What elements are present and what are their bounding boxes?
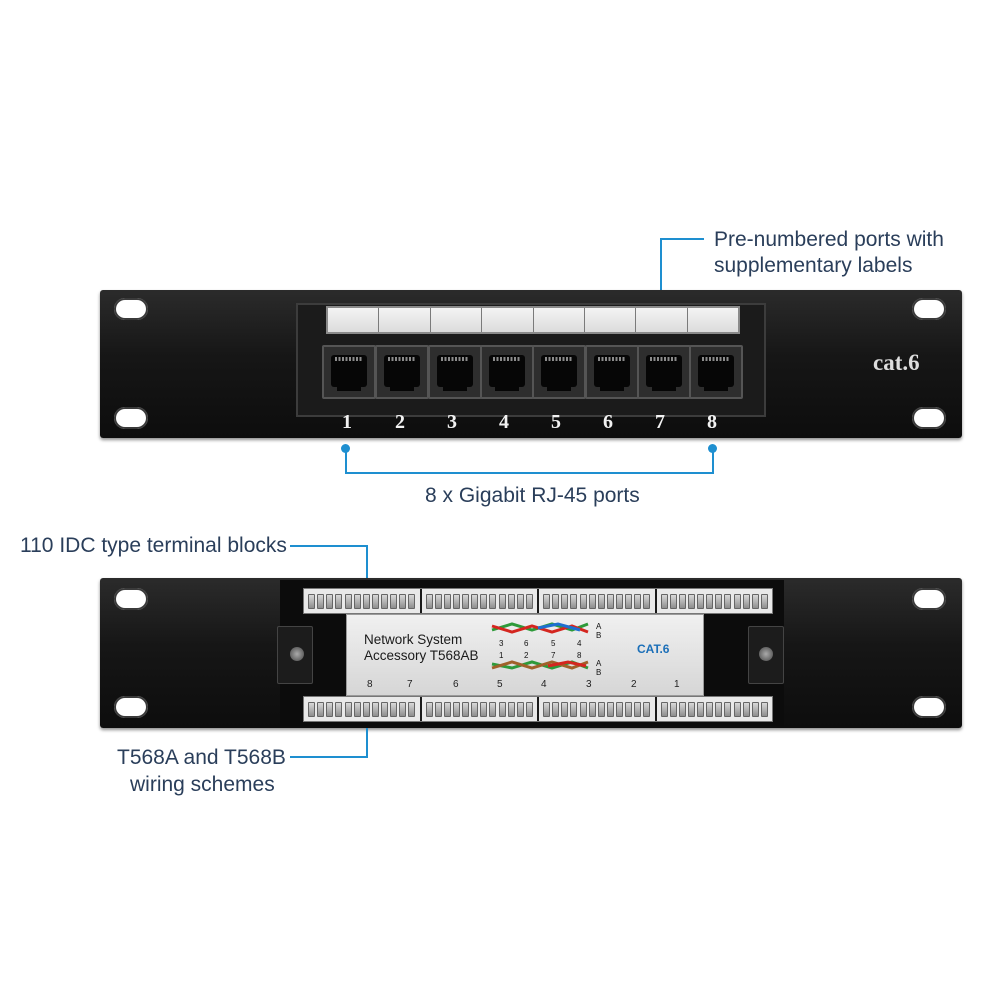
wiring-ab-top-a: A	[596, 622, 602, 631]
callout-bracket-right	[712, 450, 714, 474]
rj45-port-2	[375, 345, 429, 399]
label-slot	[636, 308, 688, 332]
screw-left-icon	[290, 647, 304, 661]
screw-right-icon	[759, 647, 773, 661]
rear-position-3: 3	[586, 679, 592, 690]
callout-line-wiring-horizontal	[290, 756, 368, 758]
wiring-ab-bottom-a: A	[596, 659, 602, 668]
callout-line-idc-horizontal	[290, 545, 368, 547]
callout-dot-left	[341, 444, 350, 453]
callout-dot-right	[708, 444, 717, 453]
rj45-port-1	[322, 345, 376, 399]
port-number-1: 1	[342, 411, 352, 433]
wiring-diagram	[488, 620, 592, 676]
plate-text-line1: Network System	[364, 632, 463, 647]
idc-block	[657, 589, 773, 613]
wiring-top-num-3: 5	[551, 639, 556, 648]
callout-wiring-line1: T568A and T568B	[117, 746, 286, 769]
callout-bracket-left	[345, 450, 347, 474]
rj45-port-4	[480, 345, 534, 399]
rj45-port-6	[585, 345, 639, 399]
rear-position-4: 4	[541, 679, 547, 690]
label-slot	[328, 308, 380, 332]
rear-position-7: 7	[407, 679, 413, 690]
rear-mount-hole-bl	[114, 696, 148, 718]
label-slot	[482, 308, 534, 332]
rear-cat6-label: CAT.6	[637, 642, 670, 656]
wiring-ab-top-b: B	[596, 631, 602, 640]
label-slot	[379, 308, 431, 332]
port-number-6: 6	[603, 411, 613, 433]
rear-mount-hole-tr	[912, 588, 946, 610]
rj45-port-5	[532, 345, 586, 399]
idc-block	[657, 697, 773, 721]
rear-position-2: 2	[631, 679, 637, 690]
port-number-4: 4	[499, 411, 509, 433]
idc-terminal-row-bottom	[303, 696, 773, 722]
supplementary-label-strip	[326, 306, 740, 334]
front-mount-hole-tl	[114, 298, 148, 320]
rj45-port-7	[637, 345, 691, 399]
callout-line-prenumbered-vertical	[660, 238, 662, 290]
idc-block	[304, 589, 422, 613]
callout-line-prenumbered-horizontal	[660, 238, 704, 240]
rear-position-5: 5	[497, 679, 503, 690]
rj45-port-8	[689, 345, 743, 399]
wiring-ab-bottom-b: B	[596, 668, 602, 677]
rj45-port-3	[428, 345, 482, 399]
callout-prenumbered-line1: Pre-numbered ports with	[714, 228, 944, 251]
wiring-bottom-num-2: 2	[524, 651, 529, 660]
callout-idc: 110 IDC type terminal blocks	[20, 534, 287, 557]
idc-block	[304, 697, 422, 721]
callout-prenumbered-line2: supplementary labels	[714, 254, 913, 277]
rear-position-8: 8	[367, 679, 373, 690]
wiring-top-num-2: 6	[524, 639, 529, 648]
port-number-7: 7	[655, 411, 665, 433]
callout-ports: 8 x Gigabit RJ-45 ports	[425, 484, 640, 507]
front-cat6-label: cat.6	[873, 350, 920, 375]
rear-mount-hole-tl	[114, 588, 148, 610]
plate-text-line2: Accessory T568AB	[364, 648, 479, 663]
port-number-8: 8	[707, 411, 717, 433]
front-mount-hole-bl	[114, 407, 148, 429]
idc-block	[422, 589, 539, 613]
idc-block	[422, 697, 539, 721]
label-slot	[687, 308, 738, 332]
callout-wiring-line2: wiring schemes	[130, 773, 275, 796]
idc-block	[539, 589, 657, 613]
port-number-5: 5	[551, 411, 561, 433]
callout-line-idc-vertical	[366, 545, 368, 579]
callout-bracket-bottom	[345, 472, 714, 474]
label-slot	[584, 308, 637, 332]
wiring-bottom-num-3: 7	[551, 651, 556, 660]
wiring-top-num-4: 4	[577, 639, 582, 648]
wiring-bottom-num-1: 1	[499, 651, 504, 660]
port-number-2: 2	[395, 411, 405, 433]
rear-position-1: 1	[674, 679, 680, 690]
port-number-3: 3	[447, 411, 457, 433]
idc-terminal-row-top	[303, 588, 773, 614]
front-mount-hole-br	[912, 407, 946, 429]
callout-line-wiring-vertical	[366, 728, 368, 758]
wiring-diagram-graphic	[491, 622, 589, 670]
wiring-bottom-num-4: 8	[577, 651, 582, 660]
rear-mount-hole-br	[912, 696, 946, 718]
label-slot	[533, 308, 585, 332]
front-mount-hole-tr	[912, 298, 946, 320]
idc-block	[539, 697, 657, 721]
wiring-top-num-1: 3	[499, 639, 504, 648]
label-slot	[430, 308, 483, 332]
rear-position-6: 6	[453, 679, 459, 690]
